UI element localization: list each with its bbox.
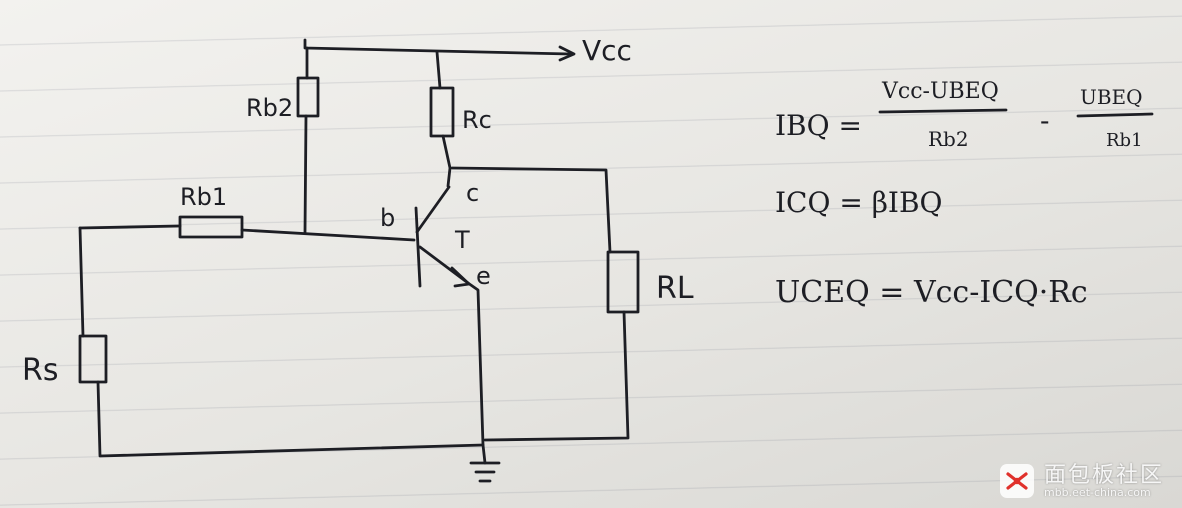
emitter-wire [466, 281, 487, 465]
transistor-base-bar [414, 206, 422, 288]
fraction-bar-2 [1076, 112, 1154, 118]
site-watermark: 面包板社区 mbb.eet-china.com [998, 462, 1164, 500]
rb2-label: Rb2 [246, 94, 293, 122]
watermark-name: 面包板社区 [1043, 462, 1164, 488]
ground-symbol [469, 461, 501, 483]
rs-resistor [78, 334, 108, 384]
ibq-numerator-2: UBEQ [1080, 85, 1143, 109]
base-label: b [380, 204, 395, 232]
rc-wire-bottom [441, 134, 452, 188]
watermark-url: mbb.eet-china.com [1043, 485, 1151, 499]
base-wire [240, 228, 416, 242]
ibq-denominator-1: Rb2 [928, 127, 969, 151]
source-wire-left [78, 226, 85, 338]
emitter-arrow [450, 266, 471, 288]
rc-resistor [429, 86, 455, 138]
transistor-collector-lead [415, 185, 451, 234]
emitter-label: e [476, 262, 491, 290]
collector-to-rl-wire [450, 166, 612, 254]
ibq-minus: - [1040, 104, 1049, 137]
ibq-denominator-2: Rb1 [1106, 130, 1143, 151]
ground-return-wire [96, 380, 485, 458]
source-wire-top [78, 224, 182, 230]
ibq-lhs: IBQ = [775, 109, 862, 142]
collector-label: c [466, 179, 479, 207]
rb1-label: Rb1 [180, 183, 227, 211]
fraction-bar-1 [878, 108, 1008, 114]
vcc-label: Vcc [582, 34, 632, 67]
ibq-numerator-1: Vcc-UBEQ [881, 79, 999, 104]
vcc-terminal-arrow [558, 45, 576, 62]
uceq-equation: UCEQ = Vcc-ICQ·Rc [775, 275, 1088, 310]
transistor-label: T [454, 226, 470, 254]
rc-label: Rc [462, 106, 492, 134]
icq-equation: ICQ = βIBQ [775, 186, 942, 219]
rs-label: Rs [22, 353, 58, 388]
rb1-resistor [178, 215, 244, 239]
rb2-wire-bottom [303, 114, 308, 234]
rl-resistor [606, 250, 640, 314]
vcc-rail [303, 38, 572, 56]
rl-label: RL [656, 271, 694, 306]
rb2-resistor [296, 76, 320, 118]
rc-wire-top [435, 50, 442, 90]
rl-wire-bottom [483, 310, 630, 442]
watermark-logo-icon [999, 464, 1034, 498]
